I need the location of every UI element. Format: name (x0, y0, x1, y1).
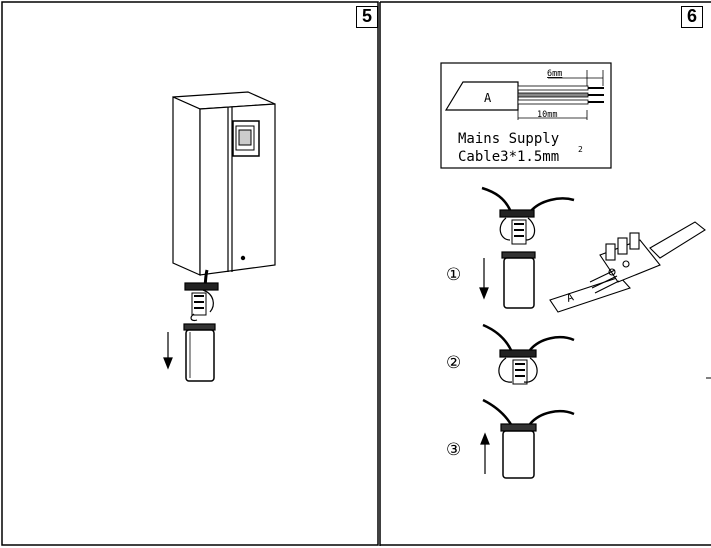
cable-label-a: A (484, 91, 492, 105)
bollard-light-drawing (163, 91, 276, 382)
sheath-length-label: 10mm (537, 110, 557, 120)
step-3-marker: ③ (446, 440, 461, 460)
terminal-block-detail (549, 221, 706, 313)
step-2-marker: ② (446, 353, 461, 373)
connector-label-a: A (565, 290, 576, 305)
step-2-drawing (482, 323, 575, 385)
cable-title-superscript: 2 (578, 145, 583, 154)
page-number-5: 5 (356, 6, 378, 28)
cable-title-line1: Mains Supply (458, 131, 559, 147)
step-3-drawing (480, 398, 575, 479)
strip-length-label: 6mm (547, 69, 562, 79)
cable-spec-box (440, 62, 612, 169)
cable-title-line2: Cable3*1.5mm (458, 149, 559, 165)
step-1-drawing (479, 186, 575, 309)
panel-5-frame (1, 1, 379, 546)
step-1-marker: ① (446, 265, 461, 285)
page-number-6: 6 (681, 6, 703, 28)
